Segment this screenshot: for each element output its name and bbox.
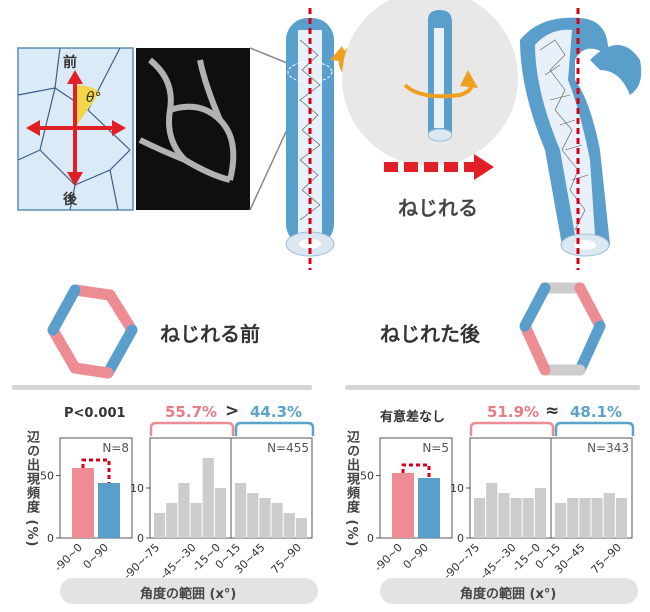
y-tick-label: 50 xyxy=(360,470,374,483)
charts: 050N=8-90~00~90010N=455-90~-75-45~-30-15… xyxy=(40,437,633,580)
top-illustration xyxy=(17,0,642,270)
x-label-after: 角度の範囲 (x°) xyxy=(460,587,557,602)
bar xyxy=(567,498,579,538)
y-tick-label: 10 xyxy=(450,482,464,495)
title-before: ねじれる前 xyxy=(160,322,260,346)
bar xyxy=(271,503,283,538)
p-value-after: 有意差なし xyxy=(380,410,446,425)
x-label-before: 角度の範囲 (x°) xyxy=(140,587,237,602)
twist-label: ねじれる xyxy=(398,196,478,220)
p-value-before: P<0.001 xyxy=(64,406,126,421)
x-tick-label: -90~0 xyxy=(52,541,85,574)
y-tick-label: 0 xyxy=(367,532,374,545)
significance-bracket xyxy=(81,458,111,483)
back-label: 後 xyxy=(63,192,77,208)
direction-arrows xyxy=(26,70,126,186)
x-label-bg-after xyxy=(380,578,638,604)
x-tick-label: 0~90 xyxy=(401,541,432,572)
n-label: N=455 xyxy=(267,441,309,455)
y-label-after: 辺の出現頻度 (%) xyxy=(344,430,359,548)
compare-left-before: 55.7% xyxy=(165,403,218,421)
bar xyxy=(522,498,534,538)
n-label: N=8 xyxy=(102,441,129,455)
bar xyxy=(498,493,510,538)
x-tick-label: -45~-30 xyxy=(478,541,519,580)
twist-arrow xyxy=(384,154,494,180)
y-tick-label: 0 xyxy=(457,532,464,545)
bar xyxy=(534,488,546,538)
brackets-before xyxy=(149,421,315,436)
bar xyxy=(283,513,295,538)
title-after: ねじれた後 xyxy=(380,322,480,346)
n-label: N=5 xyxy=(422,441,449,455)
x-tick-label: 75~90 xyxy=(269,541,305,577)
compare-op-after: ≈ xyxy=(545,401,560,421)
bar xyxy=(154,513,166,538)
y-tick-label: 0 xyxy=(137,532,144,545)
bar xyxy=(603,493,615,538)
compare-op-before: > xyxy=(225,401,240,421)
x-tick-label: -45~-30 xyxy=(158,541,199,580)
bar xyxy=(214,488,226,538)
bar xyxy=(591,498,603,538)
bar xyxy=(178,483,190,538)
small-tube xyxy=(403,10,478,142)
bar xyxy=(474,498,486,538)
compare-right-before: 44.3% xyxy=(250,403,303,421)
bar xyxy=(235,483,247,538)
bar xyxy=(166,503,178,538)
compare-left-after: 51.9% xyxy=(487,403,540,421)
x-tick-label: -90~0 xyxy=(372,541,405,574)
x-tick-label: -90~-75 xyxy=(441,541,482,580)
x-label-bg-before xyxy=(60,578,318,604)
bar xyxy=(510,498,522,538)
front-label: 前 xyxy=(63,55,77,71)
x-tick-label: -90~-75 xyxy=(121,541,162,580)
bar xyxy=(615,498,627,538)
bar xyxy=(555,503,567,538)
bar xyxy=(295,518,307,538)
bar xyxy=(72,468,94,538)
bar xyxy=(259,498,271,538)
y-label-before: 辺の出現頻度 (%) xyxy=(24,430,39,548)
bar xyxy=(579,498,591,538)
bar xyxy=(418,478,440,538)
bar xyxy=(202,458,214,538)
micrograph-image xyxy=(136,48,250,210)
compare-right-after: 48.1% xyxy=(570,403,623,421)
twisted-tube xyxy=(520,17,642,257)
bar xyxy=(392,473,414,538)
hexagon-before xyxy=(47,284,138,379)
y-tick-label: 0 xyxy=(47,532,54,545)
theta-label: θ° xyxy=(86,90,102,106)
bar xyxy=(98,483,120,538)
n-label: N=343 xyxy=(587,441,629,455)
brackets-after xyxy=(469,421,635,436)
x-tick-label: 75~90 xyxy=(589,541,625,577)
bar xyxy=(190,503,202,538)
significance-bracket xyxy=(401,463,431,478)
y-tick-label: 10 xyxy=(130,482,144,495)
x-tick-label: 0~90 xyxy=(81,541,112,572)
hexagon-row xyxy=(12,282,640,390)
bar xyxy=(247,493,259,538)
hexagon-after xyxy=(519,282,606,376)
bar xyxy=(486,483,498,538)
y-tick-label: 50 xyxy=(40,470,54,483)
